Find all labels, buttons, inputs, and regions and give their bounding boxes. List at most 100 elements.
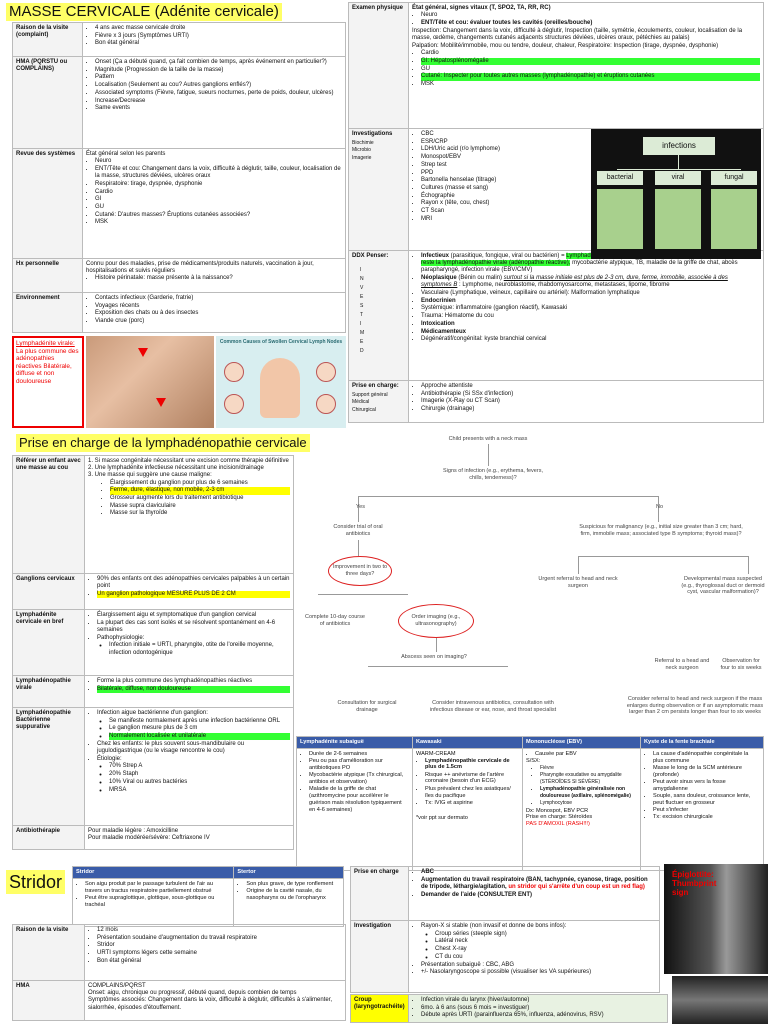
list-item: Exposition des chats ou à des insectes [95,310,342,317]
list-item: GI [95,196,342,203]
col-content: WARM-CREAM Lymphadénopathie cervicale de… [412,747,523,871]
callout-body: La plus commune des adénopathies réactiv… [16,347,79,385]
row-text: Onset: aigu, chronique ou progressif, dé… [88,990,297,997]
row-label: HMA [12,980,85,1021]
flow-node: Suspicious for malignancy (e.g., initial… [579,524,743,537]
list-item: Masse le long de la SCM antérieure (prof… [653,765,760,779]
row-content: Connu pour des maladies, prise de médica… [82,258,346,293]
list-item: 1. Si masse congénitale nécessitant une … [88,458,289,464]
list-item: Masse supra claviculaire [110,503,290,510]
list-item: Pour maladie légère : Amoxicilline [88,828,179,834]
row-text: Symptômes associés: Changement dans la v… [88,997,333,1011]
row-label: Hx personnelle [12,258,83,293]
list-item: La plupart des cas sont isolés et se rés… [97,620,290,634]
row-content: 1. Si masse congénitale nécessitant une … [84,455,294,574]
flow-node: Child presents with a neck mass [448,436,528,442]
row-label: Raison de la visite (complaint) [12,22,83,57]
col-header: Lymphadénite subaiguë [296,736,413,749]
list-item: Cutané: Inspecter pour toutes autres mas… [421,73,760,81]
row-label: Investigation [350,920,409,993]
list-item: 10% Viral ou autres bactéries [109,779,290,786]
list-item: 3. Une masse qui suggère une cause malig… [88,472,212,479]
col-header: Stertor [233,866,344,879]
stridor-table: Raison de la visite 12 mois Présentation… [12,924,346,1021]
list-item: Cardio [95,189,342,196]
row-content: COMPLAINS/PQRST Onset: aigu, chronique o… [84,980,346,1021]
row-intro: Connu pour des maladies, prise de médica… [86,261,314,275]
list-item: Neuro [421,12,760,19]
flow-node: Consider intravenous antibiotics, consul… [429,700,557,713]
list-item: Demander de l'aide (CONSULTER ENT) [421,892,656,899]
row-intro: État général, signes vitaux (T, SPO2, TA… [412,5,551,11]
flow-node: Improvement in two to three days? [332,564,388,577]
list-item: GU [95,204,342,211]
flow-node: Signs of infection (e.g., erythema, feve… [443,468,543,481]
row-label: HMA (PQRSTU ou COMPLAINS) [12,56,83,149]
list-item: MRI [421,216,582,223]
list-item: Respiratoire: tirage, dyspnée, dysphonie [95,181,342,188]
list-item: Rayon x (tête, cou, chest) [421,200,582,207]
row-content: Approche attentiste Antibiothérapie (Si … [408,380,764,423]
list-item: Magnitude (Progression de la taille de l… [95,67,342,74]
row-label: Raison de la visite [12,924,85,981]
list-item: Neuro [95,158,342,165]
list-item: Palpation: Mobilité/immobile, mou ou ten… [412,42,719,49]
sub-label: Imagerie [352,154,372,161]
row-intro: État général selon les parents [86,151,166,157]
flow-node: Order imaging (e.g., ultrasonography) [411,614,461,627]
infections-node: infections [643,137,715,155]
list-item: Fièvre [540,765,637,772]
flow-yes: Yes [356,504,365,510]
row-label: Investigations Biochimie Microbio Imager… [348,128,409,251]
col-header: Stridor [71,866,235,879]
list-item: Chez les enfants: le plus souvent sous-m… [97,741,290,755]
list-item: Onset (Ça a débuté quand, ça fait combie… [95,59,342,66]
section-title-stridor: Stridor [6,870,66,894]
list-item: Débute après URTI (parainfluenza 65%, in… [421,1012,664,1019]
list-item: Étiologie: [97,756,290,763]
list-item: Tx: excision chirurgicale [653,814,760,821]
list-item: URTI symptoms légers cette semaine [97,950,342,957]
list-item: 70% Strep A [109,763,290,770]
list-item: Risque ++ anévrisme de l'artère coronair… [425,772,519,786]
list-item: Souple, sans douleur, croissance lente, … [653,793,760,807]
list-item: Voyages récents [95,303,342,310]
list-item: Grosseur augmente lors du traitement ant… [110,495,290,502]
list-item: Contacts infectieux (Garderie, fratrie) [95,295,342,302]
list-item: CT du cou [435,954,656,961]
list-item: Pour maladie modérée/sévère: Ceftriaxone… [88,835,210,842]
list-item: Strep test [421,162,582,169]
list-item: Localisation (Seulement au cou? Autres g… [95,82,342,89]
list-item: Bartonella henselae (titrage) [421,177,582,184]
list-item: Rayon-X si stable (non invasif et donne … [421,923,656,930]
list-item: Médicamenteux [421,329,760,336]
list-item: CT Scan [421,208,582,215]
row-label: Croup (laryngotrachéite) [350,993,409,1024]
list-item: Cardio [421,50,760,57]
list-item: +/- Nasolaryngoscope si possible (visual… [421,969,656,976]
list-item: Inspection: Changement dans la voix, dif… [412,27,743,41]
list-item: Trauma: Hématome du cou [421,313,760,320]
row-content: Infection aigue bactérienne d'un ganglio… [84,707,294,826]
sub-label: Médical [352,399,370,406]
list-item: Increase/Decrease [95,98,342,105]
list-item: 20% Staph [109,771,290,778]
list-item: 90% des enfants ont des adénopathies cer… [97,576,290,590]
list-item: Durée de 2-6 semaines [309,751,409,758]
list-item: Bilatérale, diffuse, non douloureuse [97,685,290,693]
list-item: Origine de la cavité nasale, du nasophar… [246,888,340,902]
neck-mass-flowchart: Child presents with a neck mass Signs of… [298,434,765,734]
col-header: Kyste de la fente brachiale [640,736,764,749]
flow-node: Referral to a head and neck surgeon [654,658,710,671]
list-item: ABC [421,869,656,876]
row-label-text: Investigations [352,131,393,137]
list-item: Histoire périnatale: masse présente à la… [95,275,342,282]
row-content: 12 mois Présentation soudaine d'augmenta… [84,924,346,981]
col-content: La cause d'adénopathie congénitale la pl… [640,747,764,871]
list-item: Mycobactérie atypique (Tx chirurgical, a… [309,772,409,786]
list-item: Systémique: inflammatoire (ganglion réac… [421,305,760,312]
flow-node: Consider referral to head and neck surge… [626,696,764,715]
col-content: Son plus grave, de type ronflement Origi… [233,877,344,927]
list-item-text: Augmentation du travail respiratoire (BA… [421,876,648,890]
